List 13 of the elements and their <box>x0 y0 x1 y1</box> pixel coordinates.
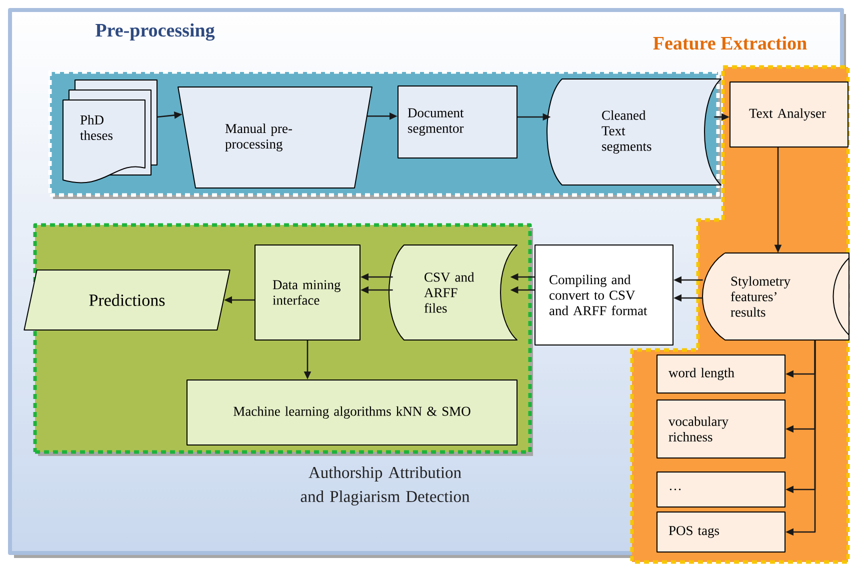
process-box: vocabulary richness <box>656 400 786 458</box>
group-heading: Authorship Attribution and Plagiarism Detection <box>300 466 470 506</box>
process-box: POS tags <box>656 512 786 552</box>
process-box: Text Analyser <box>730 82 848 148</box>
process-box: Document segmentor <box>398 86 518 158</box>
group-heading: Pre-processing <box>96 23 215 41</box>
process-box: word length <box>656 354 786 394</box>
group-heading: Feature Extraction <box>653 36 807 50</box>
document-stack: PhD theses <box>62 80 158 184</box>
process-box: Compiling and convert to CSV and ARFF format <box>534 244 674 346</box>
trapezoid-box: Manual pre- processing <box>178 86 372 188</box>
storage-shape: Stylometry features’ results <box>702 252 850 340</box>
process-box: … <box>656 472 786 508</box>
